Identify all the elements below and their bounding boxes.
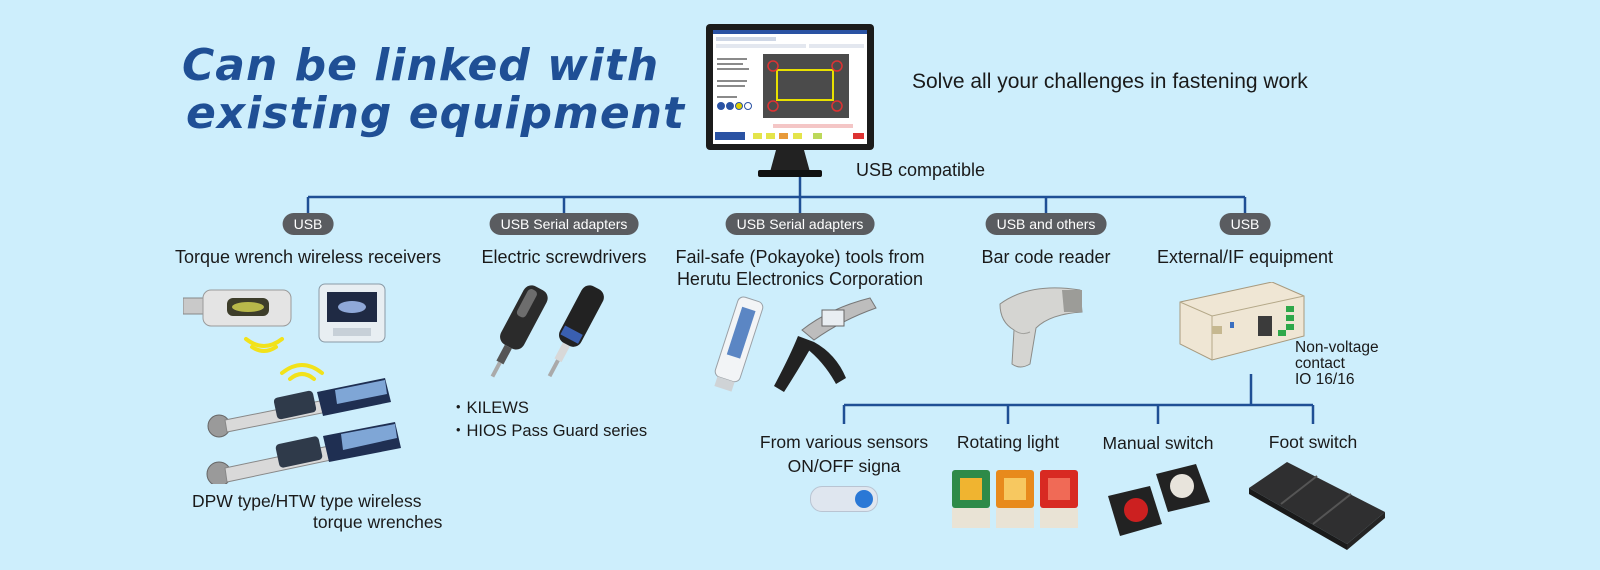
- tagline: Solve all your challenges in fastening w…: [912, 70, 1308, 93]
- branch-pill: USB Serial adapters: [489, 213, 639, 235]
- wireless-signal-icon: [244, 337, 324, 381]
- branch-title: Fail-safe (Pokayoke) tools from: [675, 247, 925, 267]
- screwdriver-model: ・KILEWS: [450, 399, 529, 417]
- torque-wrench-caption: DPW type/HTW type wireless: [192, 491, 422, 511]
- torque-wrench-caption: torque wrenches: [313, 512, 443, 532]
- branch-title: Bar code reader: [981, 247, 1111, 267]
- io-device-label: Foot switch: [1268, 432, 1358, 452]
- usb-compatible-label: USB compatible: [856, 160, 986, 180]
- branch-pill: USB: [1219, 213, 1271, 235]
- torque-wrench-icon: [206, 378, 401, 484]
- headline: Can be linked with existing equipment: [182, 42, 685, 138]
- rotating-light-icon: [952, 470, 1078, 528]
- io-device-label: ON/OFF signa: [787, 456, 901, 476]
- branch-title: Torque wrench wireless receivers: [174, 247, 442, 267]
- branch-pill: USB: [282, 213, 334, 235]
- screwdriver-model: ・HIOS Pass Guard series: [450, 422, 648, 440]
- io-device-label: Rotating light: [956, 432, 1060, 452]
- manual-switch-icon: [1108, 464, 1210, 536]
- barcode-scanner-icon: [999, 287, 1083, 368]
- branch-title: External/IF equipment: [1156, 247, 1334, 267]
- pokayoke-tool-icon: [714, 296, 877, 392]
- screwdriver-icon: [490, 285, 604, 378]
- branch-title: Electric screwdrivers: [481, 247, 647, 267]
- io-device-label: Manual switch: [1102, 433, 1214, 453]
- io-device-label: From various sensors: [759, 432, 929, 452]
- usb-receiver-icon: [183, 283, 386, 343]
- headline-line-1: Can be linked with: [182, 40, 660, 91]
- foot-switch-icon: [1249, 462, 1385, 550]
- branch-pill: USB Serial adapters: [725, 213, 875, 235]
- io-box-icon: [1179, 282, 1305, 361]
- toggle-knob: [855, 490, 873, 508]
- io-note: contact: [1295, 355, 1345, 372]
- toggle-icon: [810, 486, 878, 512]
- monitor-screen: [713, 30, 867, 144]
- io-note: Non-voltage: [1295, 339, 1379, 356]
- branch-title: Herutu Electronics Corporation: [676, 269, 924, 289]
- branch-pill: USB and others: [985, 213, 1107, 235]
- io-note: IO 16/16: [1295, 371, 1355, 388]
- headline-line-2: existing equipment: [186, 88, 686, 139]
